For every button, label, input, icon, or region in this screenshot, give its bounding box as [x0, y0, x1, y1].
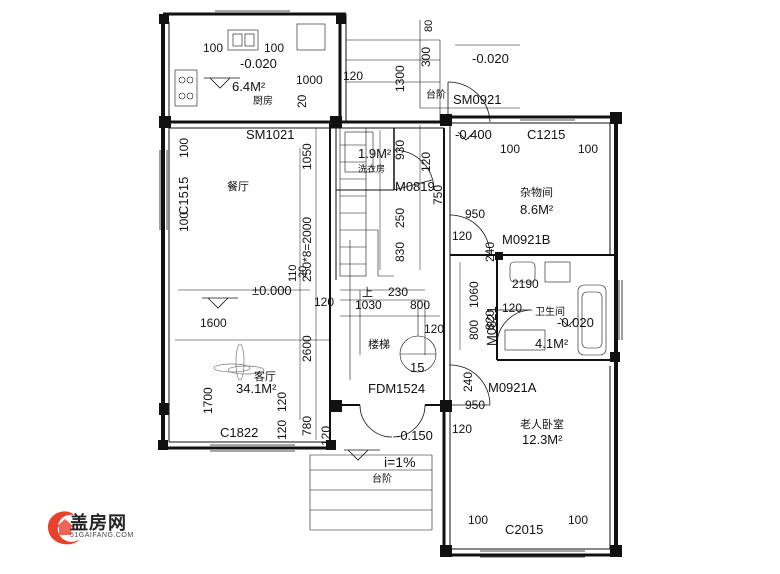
dim: 20 — [297, 266, 309, 278]
label-c1515: C1515 — [176, 177, 191, 215]
dimension-text: 100 100 1000 120 20 1300 300 80 1050 930… — [177, 20, 598, 527]
dim: 250*8=2000 — [300, 217, 314, 282]
dim: 930 — [393, 140, 407, 160]
stair-up: 上 — [362, 286, 373, 299]
dim: 100 — [500, 142, 520, 156]
dim: 100 — [578, 142, 598, 156]
label-c2015: C2015 — [505, 522, 543, 537]
ceiling-fan-icon — [213, 343, 265, 381]
dim: 100 — [264, 41, 284, 55]
kitchen-level: -0.020 — [240, 56, 277, 71]
stair-name: 楼梯 — [368, 337, 390, 351]
laundry-area: 1.9M² — [358, 146, 392, 161]
step-bottom-level: -0.150 — [396, 428, 433, 443]
label-c1215: C1215 — [527, 127, 565, 142]
dim: 1000 — [296, 73, 323, 87]
dim: 110 — [287, 264, 299, 282]
step-bottom-name: 台阶 — [372, 472, 392, 485]
dim: 1050 — [300, 143, 314, 170]
dim: 950 — [465, 207, 485, 221]
dim: 1600 — [200, 316, 227, 330]
kitchen-area: 6.4M² — [232, 79, 266, 94]
dim: 830 — [393, 242, 407, 262]
dim: 240 — [483, 242, 497, 262]
dim: 120 — [419, 152, 433, 172]
label-m0819: M0819 — [395, 179, 435, 194]
step-top-level: -0.020 — [472, 51, 509, 66]
bedroom-area: 12.3M² — [522, 432, 563, 447]
level-symbols — [202, 77, 577, 461]
dim: 1060 — [467, 281, 481, 308]
step-top-name: 台阶 — [426, 88, 446, 101]
dim: 100 — [177, 138, 191, 158]
bath-level: -0.020 — [557, 315, 594, 330]
dim: 750 — [431, 185, 445, 205]
kitchen-name: 厨房 — [253, 94, 273, 107]
logo-name: 盖房网 — [70, 513, 127, 534]
room-labels: 厨房 6.4M² -0.020 餐厅 客厅 34.1M² ±0.000 洗衣房 … — [227, 51, 594, 485]
label-m0921b: M0921B — [502, 232, 550, 247]
dim: 780 — [300, 416, 314, 436]
label-m0921a: M0921A — [488, 380, 537, 395]
dim: 120 — [452, 229, 472, 243]
dim: 230 — [388, 285, 408, 299]
logo-url: 51GAIFANG.COM — [70, 532, 134, 539]
windows — [159, 10, 623, 558]
dim: 120 — [452, 422, 472, 436]
dim: 120 — [343, 69, 363, 83]
opening-labels: SM1021 SM0921 M0819 M0921B M0921A FDM152… — [176, 92, 565, 537]
dim: 800 — [467, 320, 481, 340]
dim: 820 — [483, 310, 497, 330]
dining-name: 餐厅 — [227, 179, 249, 193]
dim: 2600 — [300, 335, 314, 362]
dim: 1300 — [393, 65, 407, 92]
bath-name: 卫生间 — [535, 305, 565, 318]
dim: 100 — [177, 212, 191, 232]
label-c1822: C1822 — [220, 425, 258, 440]
fixtures — [174, 23, 607, 356]
columns — [158, 14, 622, 557]
dim: 100 — [568, 513, 588, 527]
dim: 120 — [314, 295, 334, 309]
label-sm1021: SM1021 — [246, 127, 294, 142]
bath-area: 4.1M² — [535, 336, 569, 351]
dim: 300 — [419, 47, 433, 67]
dimension-lines — [175, 125, 461, 440]
dim: 2190 — [512, 277, 539, 291]
stair — [339, 127, 437, 380]
dim: 250 — [393, 208, 407, 228]
dim: 1030 — [355, 298, 382, 312]
living-name: 客厅 — [254, 369, 276, 383]
dim: 800 — [410, 298, 430, 312]
bedroom-name: 老人卧室 — [520, 417, 564, 431]
step-bottom-slope: i=1% — [384, 454, 416, 470]
storage-area: 8.6M² — [520, 202, 554, 217]
storage-name: 杂物间 — [520, 185, 553, 199]
living-area: 34.1M² — [236, 381, 277, 396]
dim: 120 — [424, 322, 444, 336]
dim: 20 — [295, 94, 309, 108]
dim: 240 — [461, 372, 475, 392]
logo-icon — [48, 511, 80, 545]
laundry-name: 洗衣房 — [358, 163, 385, 175]
dim: 120 — [319, 426, 333, 446]
dim: 1700 — [201, 387, 215, 414]
dim: 100 — [468, 513, 488, 527]
dim: 120 — [275, 392, 289, 412]
dim: 950 — [465, 398, 485, 412]
dim: 80 — [423, 20, 435, 32]
walls — [161, 12, 618, 557]
label-sm0921: SM0921 — [453, 92, 501, 107]
label-fdm1524: FDM1524 — [368, 381, 425, 396]
doors — [359, 81, 533, 438]
dim: 120 — [275, 420, 289, 440]
exterior-steps — [309, 20, 520, 531]
living-level: ±0.000 — [252, 283, 292, 298]
label-m0821: M0821 — [484, 306, 499, 346]
storage-level: -0.400 — [455, 127, 492, 142]
stair-step: 15 — [410, 360, 424, 375]
dim: 120 — [502, 301, 522, 315]
dim: 100 — [203, 41, 223, 55]
